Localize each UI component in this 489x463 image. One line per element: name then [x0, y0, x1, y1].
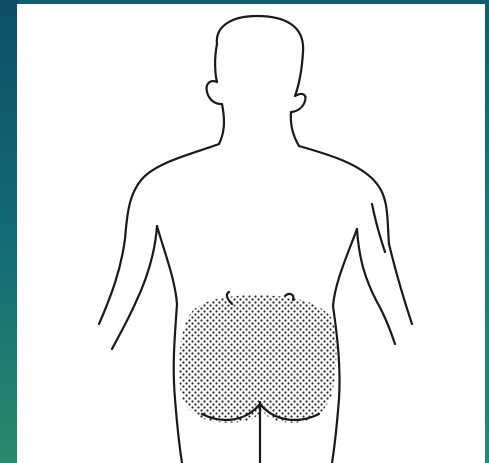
body-back-diagram [17, 4, 485, 463]
slide-left-edge [0, 0, 18, 463]
right-shoulder-outline [299, 146, 389, 244]
neck-outline [219, 104, 224, 144]
figure-panel [17, 4, 485, 463]
left-arm-outline [99, 239, 125, 324]
left-torso-outline [157, 226, 182, 463]
right-arm-outline [389, 244, 412, 324]
head-outline [217, 16, 303, 96]
left-shoulder-outline [125, 144, 219, 239]
